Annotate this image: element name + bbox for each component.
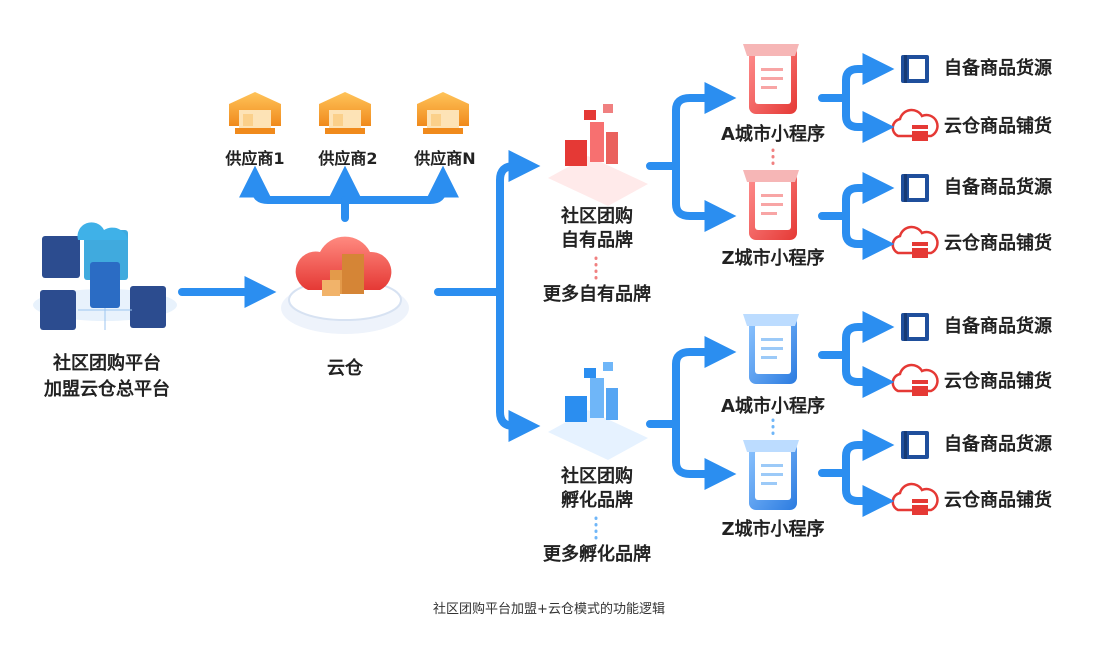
arrow-to-supplier bbox=[239, 165, 349, 222]
brand-own-more: 更多自有品牌 bbox=[543, 284, 651, 305]
supplier-warehouse-icon bbox=[417, 92, 469, 134]
cloud-goods-icon bbox=[891, 363, 939, 398]
server-cluster-icon bbox=[33, 222, 177, 330]
arrow-to-goods bbox=[818, 429, 895, 477]
hq-label-line2: 加盟云仓总平台 bbox=[44, 379, 170, 400]
brand-own-line2: 自有品牌 bbox=[561, 230, 633, 251]
miniprogram-z-label: Z城市小程序 bbox=[721, 519, 825, 540]
brand-incubate-icon bbox=[548, 362, 648, 460]
arrow-to-miniprogram bbox=[672, 162, 737, 232]
arrow-to-goods bbox=[842, 469, 895, 517]
supplier-warehouse-icon bbox=[319, 92, 371, 134]
cloud-goods-icon bbox=[891, 225, 939, 260]
cloud-goods-label: 云仓商品铺货 bbox=[944, 116, 1052, 137]
supplier-label: 供应商1 bbox=[225, 149, 285, 168]
arrow-to-goods bbox=[818, 172, 895, 220]
cloud-warehouse-label: 云仓 bbox=[327, 358, 363, 379]
brand-own-line1: 社区团购 bbox=[561, 206, 633, 227]
arrow-to-brand-incubate bbox=[496, 288, 541, 442]
own-goods-label: 自备商品货源 bbox=[944, 177, 1052, 198]
arrow-to-goods bbox=[818, 311, 895, 359]
brand-own-icon bbox=[548, 104, 648, 206]
cloud-goods-label: 云仓商品铺货 bbox=[944, 233, 1052, 254]
arrow-to-goods bbox=[842, 94, 895, 143]
mini-program-phone-icon bbox=[743, 44, 799, 114]
figure-caption: 社区团购平台加盟+云仓模式的功能逻辑 bbox=[433, 602, 665, 617]
cloud-warehouse-icon bbox=[281, 236, 409, 334]
cloud-goods-icon bbox=[891, 482, 939, 517]
arrow-to-supplier bbox=[341, 165, 459, 204]
arrow-to-miniprogram bbox=[672, 420, 737, 490]
arrow-to-goods bbox=[842, 212, 895, 260]
arrow-to-goods bbox=[818, 53, 895, 102]
miniprogram-a-label: A城市小程序 bbox=[721, 124, 825, 145]
cloud-goods-icon bbox=[891, 108, 939, 143]
arrow-to-miniprogram bbox=[646, 82, 737, 170]
own-goods-icon bbox=[901, 313, 929, 341]
own-goods-icon bbox=[901, 55, 929, 83]
own-goods-label: 自备商品货源 bbox=[944, 316, 1052, 337]
hq-label-line1: 社区团购平台 bbox=[53, 353, 161, 374]
cloud-goods-label: 云仓商品铺货 bbox=[944, 490, 1052, 511]
miniprogram-a-label: A城市小程序 bbox=[721, 396, 825, 417]
brand-incubate-more: 更多孵化品牌 bbox=[543, 544, 651, 565]
supplier-label: 供应商N bbox=[414, 149, 476, 168]
brand-incubate-line1: 社区团购 bbox=[561, 466, 633, 487]
miniprogram-z-label: Z城市小程序 bbox=[721, 248, 825, 269]
mini-program-phone-icon bbox=[743, 314, 799, 384]
supplier-warehouse-icon bbox=[229, 92, 281, 134]
mini-program-phone-icon bbox=[743, 170, 799, 240]
arrow-to-miniprogram bbox=[646, 336, 737, 428]
own-goods-label: 自备商品货源 bbox=[944, 434, 1052, 455]
mini-program-phone-icon bbox=[743, 440, 799, 510]
own-goods-icon bbox=[901, 431, 929, 459]
supplier-label: 供应商2 bbox=[318, 149, 378, 168]
own-goods-icon bbox=[901, 174, 929, 202]
arrow-to-brand-own bbox=[496, 150, 541, 296]
own-goods-label: 自备商品货源 bbox=[944, 58, 1052, 79]
arrow-to-goods bbox=[842, 351, 895, 398]
brand-incubate-line2: 孵化品牌 bbox=[561, 490, 633, 511]
cloud-goods-label: 云仓商品铺货 bbox=[944, 371, 1052, 392]
